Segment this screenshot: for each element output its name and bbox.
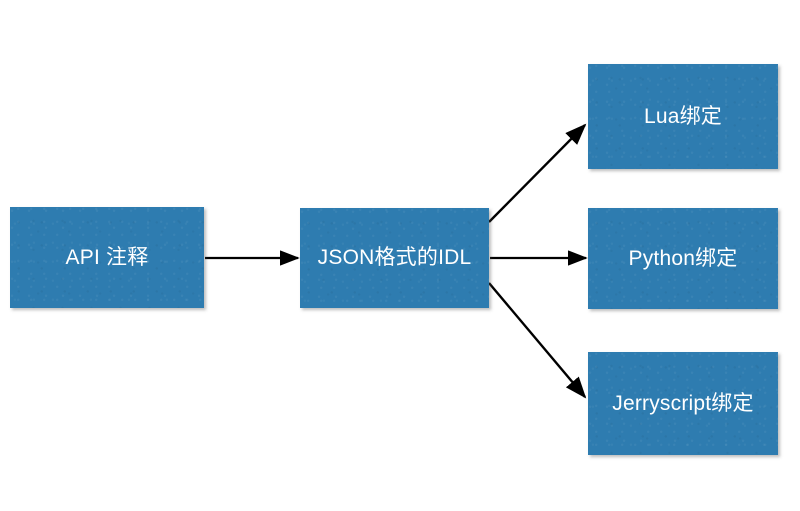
node-lua-binding-label: Lua绑定	[643, 104, 723, 128]
node-api-annotation-label: API 注释	[65, 245, 149, 269]
node-lua-binding[interactable]: Lua绑定	[588, 64, 778, 169]
node-api-annotation[interactable]: API 注释	[10, 207, 204, 308]
edge-json-to-lua	[488, 123, 587, 223]
node-python-binding-label: Python绑定	[628, 246, 738, 270]
node-json-idl-label: JSON格式的IDL	[317, 246, 472, 270]
node-python-binding[interactable]: Python绑定	[588, 208, 778, 309]
edge-json-to-jerryscript	[488, 282, 587, 399]
node-json-idl[interactable]: JSON格式的IDL	[300, 208, 489, 308]
node-jerryscript-binding-label: Jerryscript绑定	[612, 391, 754, 415]
node-jerryscript-binding[interactable]: Jerryscript绑定	[588, 352, 778, 455]
